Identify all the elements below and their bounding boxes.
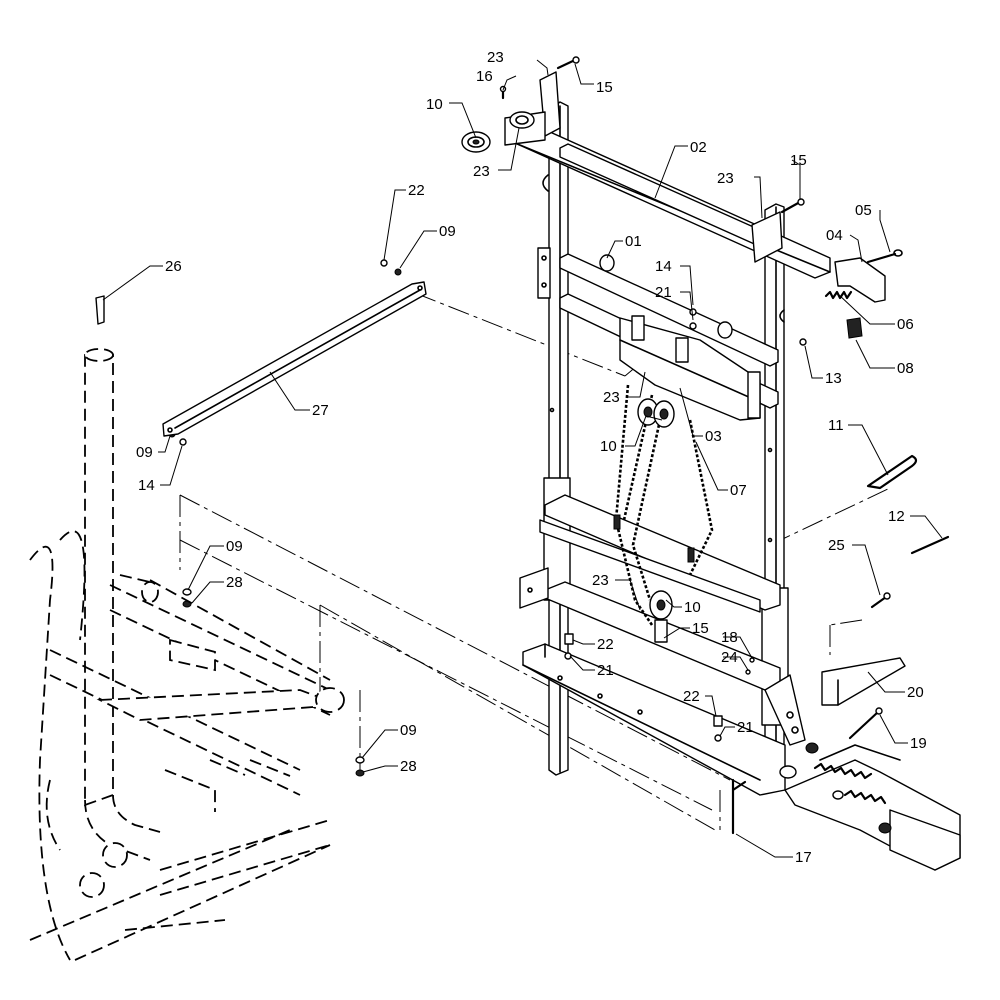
callout-04: 04 [826,227,843,244]
callout-21: 21 [655,284,672,301]
pulley-carriage-b [653,400,675,428]
callout-08: 08 [897,360,914,377]
callout-26: 26 [165,258,182,275]
callout-09: 09 [439,223,456,240]
callout-15: 15 [790,152,807,169]
callout-23: 23 [717,170,734,187]
callout-14: 14 [655,258,672,275]
callout-22: 22 [408,182,425,199]
callout-03: 03 [705,428,722,445]
callout-09: 09 [226,538,243,555]
callout-21: 21 [597,662,614,679]
callout-23: 23 [473,163,490,180]
callout-10: 10 [600,438,617,455]
callout-23: 23 [487,49,504,66]
pulley-top-mount [509,111,535,129]
callout-17: 17 [795,849,812,866]
callout-06: 06 [897,316,914,333]
existing-frame-dashed [29,348,345,961]
callout-07: 07 [730,482,747,499]
callout-23: 23 [592,572,609,589]
callout-05: 05 [855,202,872,219]
callout-22: 22 [597,636,614,653]
cable-chain [613,384,714,626]
callout-28: 28 [400,758,417,775]
callout-27: 27 [312,402,329,419]
callout-10: 10 [684,599,701,616]
pulley-top-left [461,131,491,153]
callout-15: 15 [692,620,709,637]
callout-labels: 23 16 15 10 23 02 15 23 05 04 22 09 01 1… [136,49,927,866]
callout-02: 02 [690,139,707,156]
callout-15: 15 [596,79,613,96]
ladder-frame [504,71,831,796]
callout-14: 14 [138,477,155,494]
hardware [95,56,950,835]
callout-25: 25 [828,537,845,554]
callout-01: 01 [625,233,642,250]
callout-24: 24 [721,649,738,666]
callout-22: 22 [683,688,700,705]
callout-13: 13 [825,370,842,387]
callout-09: 09 [400,722,417,739]
callout-19: 19 [910,735,927,752]
callout-16: 16 [476,68,493,85]
pulleys [461,111,675,643]
callout-12: 12 [888,508,905,525]
link-arm [162,281,427,437]
callout-28: 28 [226,574,243,591]
callout-21: 21 [737,719,754,736]
callout-18: 18 [721,629,738,646]
callout-23: 23 [603,389,620,406]
callout-09: 09 [136,444,153,461]
callout-20: 20 [907,684,924,701]
hitch-assembly [779,742,961,871]
callout-10: 10 [426,96,443,113]
callout-11: 11 [828,417,844,434]
leader-lines [102,59,943,858]
